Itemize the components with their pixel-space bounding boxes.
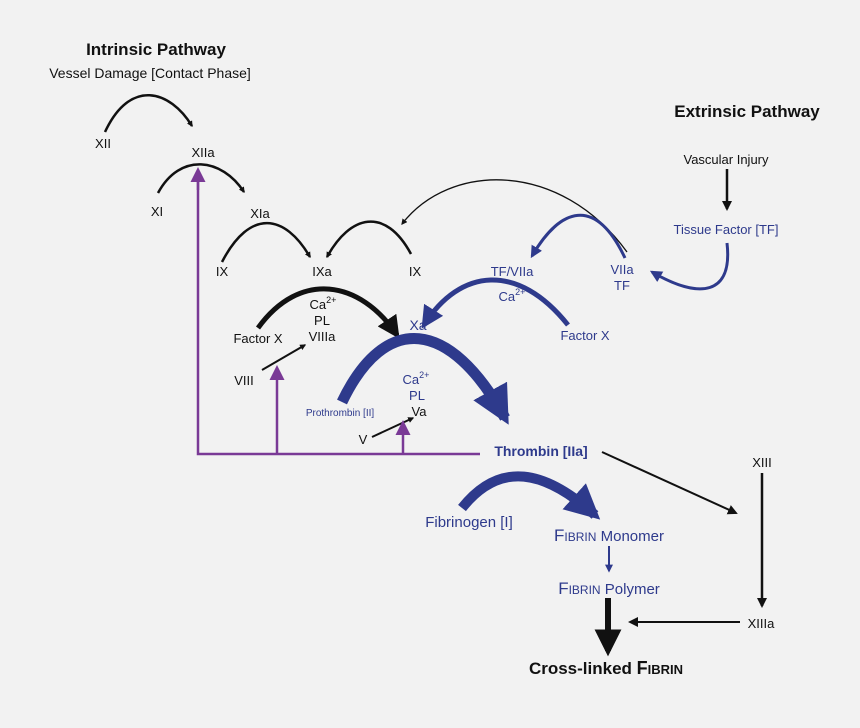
- label-xa: Xa: [409, 317, 426, 333]
- label-xiia: XIIa: [191, 145, 215, 160]
- factor-x-to-xa-intrinsic-arrow: [255, 286, 400, 339]
- label-fibrinogen: Fibrinogen [I]: [425, 514, 513, 531]
- label-factor-x-extrinsic: Factor X: [560, 328, 609, 343]
- fibrinogen-to-fibrin-arrow: [458, 471, 601, 520]
- intrinsic-pathway-title: Intrinsic Pathway: [86, 40, 226, 59]
- label-tf-viia: TF/VIIa: [491, 264, 534, 279]
- label-vascular-injury: Vascular Injury: [683, 152, 769, 167]
- label-viia: VIIa: [610, 262, 634, 277]
- label-ix-right: IX: [409, 264, 422, 279]
- label-xia: XIa: [250, 206, 270, 221]
- label-ca-extrinsic: Ca2+: [499, 287, 526, 304]
- extrinsic-pathway-title: Extrinsic Pathway: [674, 102, 820, 121]
- ca-superscript: 2+: [515, 287, 525, 297]
- label-pl-common: PL: [409, 388, 425, 403]
- xi-to-xia-arrow: [156, 163, 246, 194]
- label-xi: XI: [151, 204, 163, 219]
- factor-x-to-xa-extrinsic-arrow: [421, 277, 570, 329]
- label-ix-left: IX: [216, 264, 229, 279]
- v-to-va-arrow: [371, 417, 415, 438]
- viia-to-ix-feedback-arrow: [401, 179, 628, 253]
- label-va: Va: [412, 404, 428, 419]
- ix-to-ixa-left-arrow: [220, 222, 312, 263]
- label-ca-common: Ca2+: [403, 370, 430, 387]
- label-xiii: XIII: [752, 455, 772, 470]
- viia-to-tf-viia-arrow: [530, 213, 627, 259]
- label-tissue-factor: Tissue Factor [TF]: [674, 222, 779, 237]
- viii-to-viiia-arrow: [261, 344, 307, 371]
- label-xiiia: XIIIa: [748, 616, 776, 631]
- prothrombin-to-thrombin-arrow: [337, 333, 510, 425]
- label-crosslinked-fibrin: Cross-linked FIBRIN: [529, 658, 683, 678]
- label-v: V: [359, 432, 368, 447]
- thrombin-to-xiii-arrow: [601, 451, 738, 515]
- label-viii: VIII: [234, 373, 254, 388]
- label-ca-intrinsic: Ca2+: [310, 295, 337, 312]
- label-fibrin-polymer: FIBRIN Polymer: [558, 579, 660, 598]
- thrombin-feedback-line: [196, 172, 480, 456]
- label-fibrin-monomer: FIBRIN Monomer: [554, 526, 664, 545]
- label-factor-x-intrinsic: Factor X: [233, 331, 282, 346]
- label-xii: XII: [95, 136, 111, 151]
- label-tf: TF: [614, 278, 630, 293]
- label-prothrombin: Prothrombin [II]: [306, 408, 375, 419]
- ix-to-ixa-right-arrow: [325, 220, 413, 259]
- label-pl-intrinsic: PL: [314, 313, 330, 328]
- label-thrombin: Thrombin [IIa]: [494, 443, 587, 459]
- xii-to-xiia-arrow: [103, 94, 194, 133]
- label-viiia: VIIIa: [309, 329, 337, 344]
- label-ixa: IXa: [312, 264, 332, 279]
- ca-superscript: 2+: [326, 295, 336, 305]
- tf-to-viia-arrow: [649, 242, 730, 291]
- intrinsic-pathway-subtitle: Vessel Damage [Contact Phase]: [49, 65, 251, 81]
- ca-superscript: 2+: [419, 370, 429, 380]
